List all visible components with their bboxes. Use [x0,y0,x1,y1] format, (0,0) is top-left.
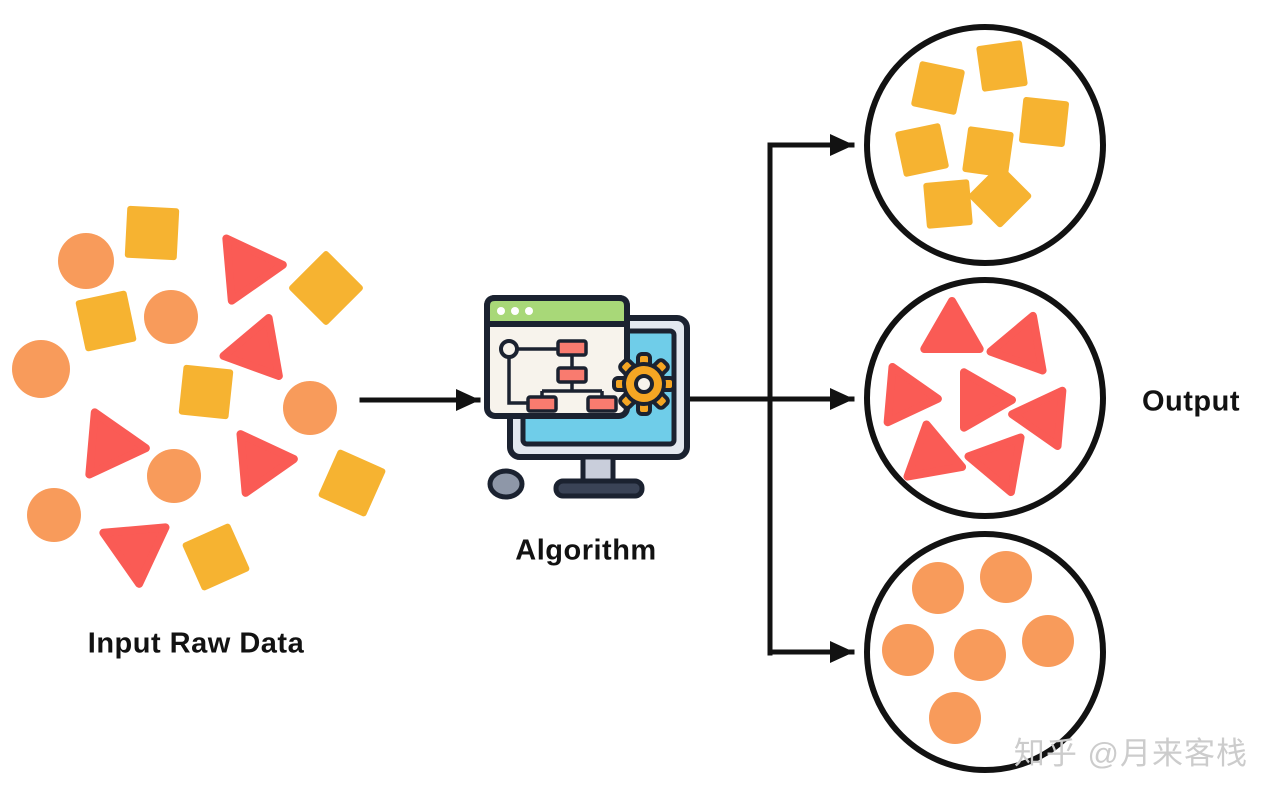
monitor-base [553,478,645,499]
shape-circle [58,233,114,289]
shape-square [75,290,137,352]
shape-triangle [964,433,1025,497]
flowchart-boxes [526,339,618,413]
shape-triangle [85,408,150,479]
shape-triangle [236,430,298,497]
shape-square [318,449,386,517]
flowchart-lines [507,347,604,405]
shape-triangle [99,523,170,588]
arrows [359,134,855,663]
shape-triangle [986,311,1047,375]
mouse-icon [487,468,525,500]
shape-triangle [222,234,287,305]
shape-square [1019,97,1069,147]
shape-square [911,61,965,115]
algorithm-label: Algorithm [515,534,657,567]
cluster-outline [864,24,1106,266]
shape-triangle [920,297,984,353]
window-dot-icon [525,307,533,315]
shape-circle [912,562,964,614]
shape-circle [882,624,934,676]
output-cluster-squares [864,24,1106,266]
shape-square [289,251,363,325]
monitor-stand [580,454,616,484]
shape-triangle [903,420,967,481]
shape-circle [12,340,70,398]
shape-square [124,205,180,261]
input-shapes-cluster [12,205,386,591]
shape-triangle [219,314,283,381]
shape-circle [27,488,81,542]
shape-square [976,40,1028,92]
shape-triangle [883,362,942,427]
output-cluster-triangles [864,277,1106,519]
window-dot-icon [497,307,505,315]
shape-triangle [1008,386,1067,451]
shape-circle [929,692,981,744]
gear-icon [612,352,676,416]
cluster-outline [864,277,1106,519]
watermark: 知乎 @月来客栈 [1013,736,1248,771]
shape-square [895,123,949,177]
flowchart-window-header [484,295,630,327]
shape-circle [954,629,1006,681]
output-cluster-circles [864,531,1106,773]
shape-circle [283,381,337,435]
output-label: Output [1141,385,1241,418]
window-dot-icon [511,307,519,315]
shape-square [178,364,234,420]
shape-square [968,164,1032,228]
shape-square [962,126,1014,178]
shape-circle [147,449,201,503]
shape-circle [144,290,198,344]
algorithm-icon [484,295,690,500]
flowchart-start-node [499,339,519,359]
input-raw-data-label: Input Raw Data [87,627,305,660]
cluster-outline [864,531,1106,773]
shape-square [182,523,250,591]
shape-square [923,179,973,229]
shape-circle [1022,615,1074,667]
shape-triangle [960,368,1016,432]
shapes-layer [12,24,1106,773]
shape-circle [980,551,1032,603]
